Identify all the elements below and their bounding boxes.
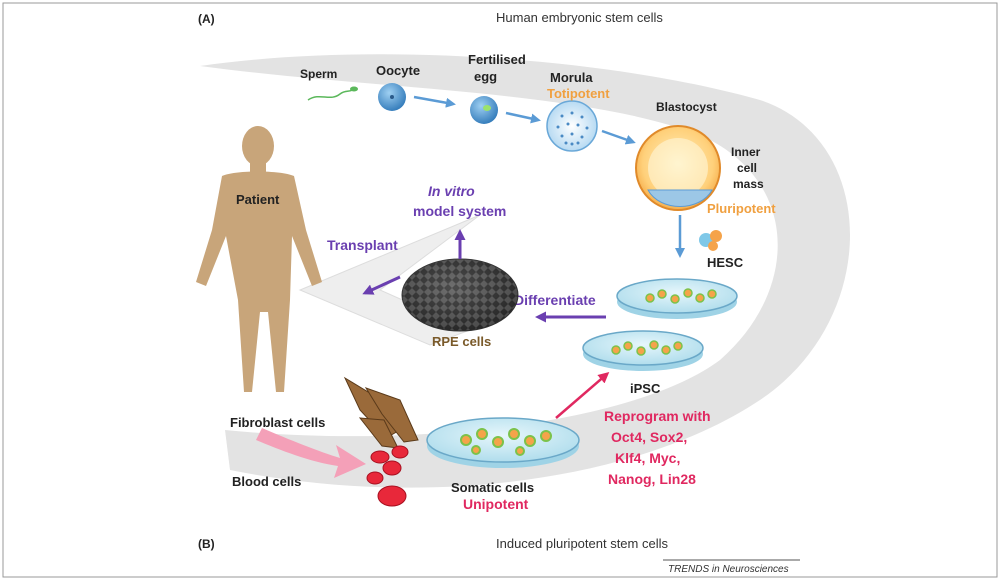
differentiate-label: Differentiate <box>514 292 596 308</box>
somatic-label: Somatic cells <box>451 480 534 495</box>
in-vitro-label-2: model system <box>413 203 506 219</box>
rpe-label: RPE cells <box>432 334 491 349</box>
morula-label: Morula <box>550 70 593 85</box>
unipotent-label: Unipotent <box>463 496 529 512</box>
hesc-label: HESC <box>707 255 744 270</box>
pluripotent-label: Pluripotent <box>707 201 776 216</box>
process-band <box>200 54 850 488</box>
ipsc-label: iPSC <box>630 381 661 396</box>
icm-label-1: Inner <box>731 145 761 159</box>
totipotent-label: Totipotent <box>547 86 610 101</box>
blood-label: Blood cells <box>232 474 301 489</box>
reprogram-line-4: Nanog, Lin28 <box>608 471 696 487</box>
patient-label: Patient <box>236 192 280 207</box>
blastocyst-label: Blastocyst <box>656 100 717 114</box>
blood-cells-icon <box>366 445 409 507</box>
pink-flow-arrow <box>256 428 366 478</box>
icm-label-3: mass <box>733 177 764 191</box>
patient-figure-icon <box>196 126 322 392</box>
reprogram-line-3: Klf4, Myc, <box>615 450 680 466</box>
hesc-colony-icon <box>699 230 722 251</box>
fertilised-label-2: egg <box>474 69 497 84</box>
reprogram-line-2: Oct4, Sox2, <box>611 429 687 445</box>
icm-label-2: cell <box>737 161 757 175</box>
inner-cell-mass-icon <box>647 189 713 207</box>
fertilised-egg-icon <box>470 96 498 124</box>
in-vitro-label-1: In vitro <box>428 183 475 199</box>
source-credit: TRENDS in Neurosciences <box>668 564 789 575</box>
somatic-dish-icon <box>426 417 580 468</box>
fertilised-label-1: Fertilised <box>468 52 526 67</box>
sperm-label: Sperm <box>300 67 337 81</box>
top-title: Human embryonic stem cells <box>496 10 663 25</box>
panel-a-label: (A) <box>198 12 215 26</box>
fibroblast-label: Fibroblast cells <box>230 415 325 430</box>
morula-icon <box>546 100 598 152</box>
reprogram-line-1: Reprogram with <box>604 408 711 424</box>
oocyte-label: Oocyte <box>376 63 420 78</box>
hesc-dish-icon <box>616 278 738 319</box>
ipsc-dish-icon <box>582 330 704 371</box>
transplant-label: Transplant <box>327 237 398 253</box>
sperm-head <box>350 86 358 92</box>
sperm-icon <box>307 89 353 101</box>
panel-b-label: (B) <box>198 537 215 551</box>
morula-cells <box>556 111 589 146</box>
bottom-title: Induced pluripotent stem cells <box>496 536 668 551</box>
